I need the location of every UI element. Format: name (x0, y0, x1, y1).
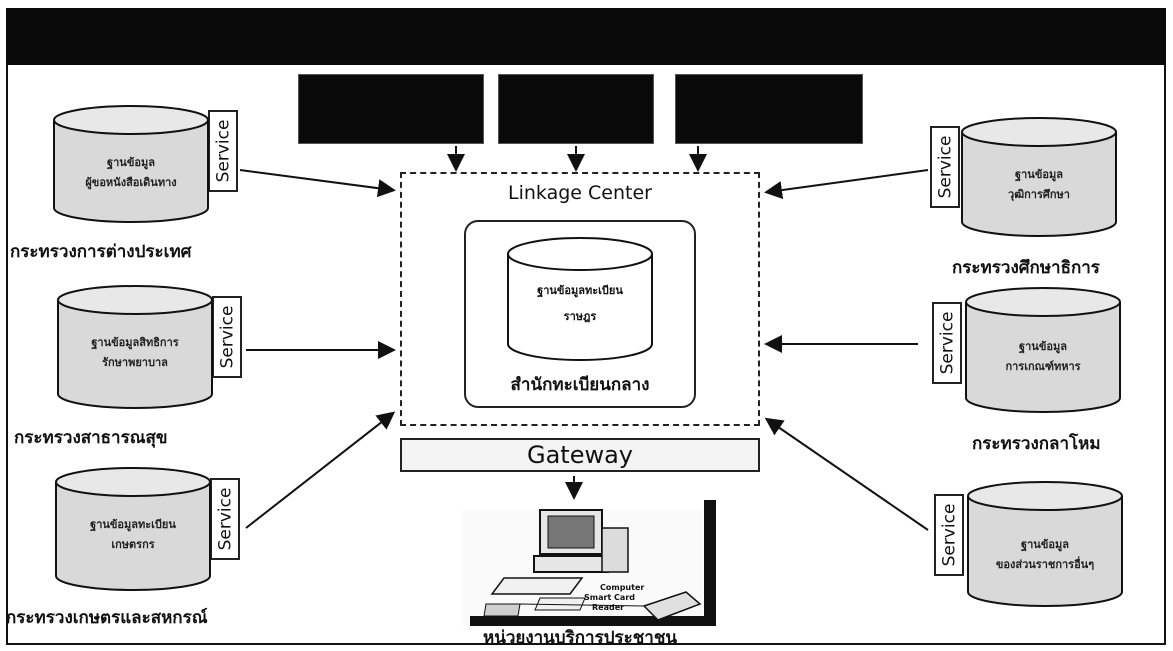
top-black-box-2 (498, 74, 654, 144)
computer-icon (483, 509, 629, 617)
central-database-cylinder: ฐานข้อมูลทะเบียน ราษฎร (507, 237, 653, 361)
computer-label: Computer (600, 583, 644, 592)
database-foreign-affairs: ฐานข้อมูล ผู้ขอหนังสือเดินทาง (53, 105, 209, 223)
db-edu-line1: ฐานข้อมูล (1015, 168, 1063, 182)
arrow-other-to-linkage (764, 417, 929, 531)
top-black-box-1 (298, 74, 484, 144)
db-other-line1: ฐานข้อมูล (1021, 538, 1069, 552)
db-foreign-line1: ฐานข้อมูล (107, 156, 155, 170)
ministry-foreign-affairs: กระทรวงการต่างประเทศ (10, 242, 192, 262)
db-defence-line1: ฐานข้อมูล (1019, 340, 1067, 354)
service-box-defence: Service (932, 302, 962, 384)
service-box-education: Service (930, 126, 960, 208)
ministry-education: กระทรวงศึกษาธิการ (952, 258, 1100, 278)
service-terminal-illustration: Computer Smart Card Reader (462, 500, 716, 626)
linkage-center-title: Linkage Center (508, 182, 652, 204)
reader-label-line1: Smart Card (584, 593, 635, 602)
top-black-box-3 (675, 74, 863, 144)
arrow-agri-to-linkage (245, 411, 396, 529)
title-bar (6, 8, 1166, 65)
connection-arrows (239, 146, 929, 531)
database-other-agencies: ฐานข้อมูล ของส่วนราชการอื่นๆ (967, 481, 1123, 607)
central-db-line1: ฐานข้อมูลทะเบียน (537, 284, 623, 298)
central-db-line2: ราษฎร (564, 310, 597, 323)
database-public-health: ฐานข้อมูลสิทธิการ รักษาพยาบาล (57, 285, 213, 409)
ministry-defence: กระทรวงกลาโหม (972, 434, 1101, 454)
db-health-line1: ฐานข้อมูลสิทธิการ (91, 336, 178, 350)
arrow-edu-to-linkage (764, 169, 929, 200)
database-education: ฐานข้อมูล วุฒิการศึกษา (961, 117, 1117, 237)
linkage-center-box: Linkage Center ฐานข้อมูลทะเบียน ราษฎร สำ… (400, 172, 760, 426)
ministry-agriculture: กระทรวงเกษตรและสหกรณ์ (6, 608, 208, 628)
service-unit-label: หน่วยงานบริการประชาชน (483, 628, 677, 648)
central-registry-box: ฐานข้อมูลทะเบียน ราษฎร สำนักทะเบียนกลาง (464, 220, 696, 408)
db-health-line2: รักษาพยาบาล (102, 356, 168, 369)
service-box-other-agencies: Service (934, 494, 964, 576)
db-other-line2: ของส่วนราชการอื่นๆ (996, 556, 1094, 571)
central-registry-office-label: สำนักทะเบียนกลาง (510, 375, 650, 395)
reader-label-line2: Reader (592, 603, 624, 612)
db-agri-line2: เกษตรกร (111, 538, 154, 551)
database-agriculture: ฐานข้อมูลทะเบียน เกษตรกร (55, 467, 211, 591)
db-agri-line1: ฐานข้อมูลทะเบียน (90, 518, 176, 532)
smart-card-reader-icon (519, 591, 702, 621)
ministry-public-health: กระทรวงสาธารณสุข (14, 428, 168, 448)
db-foreign-line2: ผู้ขอหนังสือเดินทาง (85, 176, 176, 190)
db-defence-line2: การเกณฑ์ทหาร (1005, 360, 1080, 373)
db-edu-line2: วุฒิการศึกษา (1008, 188, 1070, 202)
gateway-box: Gateway (400, 438, 760, 472)
database-defence: ฐานข้อมูล การเกณฑ์ทหาร (965, 287, 1121, 413)
arrow-foreign-to-linkage (239, 169, 396, 198)
